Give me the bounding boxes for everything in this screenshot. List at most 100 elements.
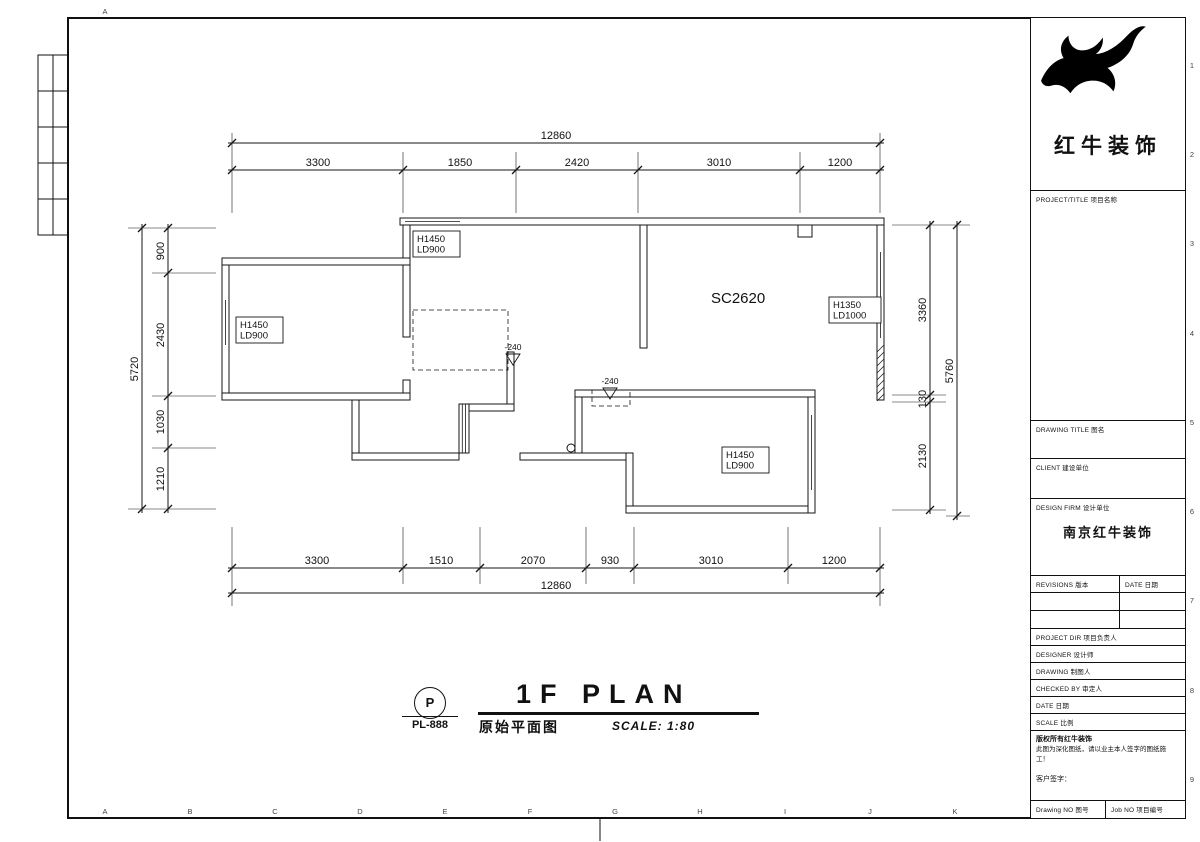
field-project-dir: PROJECT DIR 项目负责人 (1036, 635, 1117, 642)
field-drawing: DRAWING 制图人 (1036, 669, 1091, 676)
grid-number: 6 (1190, 507, 1194, 516)
grid-letter: G (612, 807, 618, 816)
bull-logo-icon (1041, 26, 1146, 94)
grid-number: 2 (1190, 150, 1194, 159)
dim-label: 5760 (944, 359, 956, 383)
room-code-label: SC2620 (711, 290, 765, 307)
dim-label: 12860 (541, 580, 572, 592)
dim-label: 3010 (699, 555, 723, 567)
divider (1031, 696, 1185, 697)
grid-number: 3 (1190, 239, 1194, 248)
construction-note: 此图为深化图纸，请以业主本人签字的图纸施工！ (1036, 746, 1166, 764)
plan-scale: SCALE: 1:80 (612, 719, 696, 733)
dim-label: 1030 (155, 410, 167, 434)
field-rev-date: DATE 日期 (1125, 582, 1159, 589)
grid-letter: J (868, 807, 872, 816)
grid-number: 9 (1190, 775, 1194, 784)
detail-code: PL-888 (411, 719, 449, 731)
plan-dashed-features (412, 309, 885, 453)
grid-letter-top: A (102, 7, 107, 16)
divider (1031, 610, 1185, 611)
client-signature-label: 客户签字： (1036, 776, 1071, 783)
window-label: H1450 (417, 234, 445, 245)
divider (1031, 628, 1185, 629)
grid-number: 1 (1190, 61, 1194, 70)
field-job-no: Job NO 项目编号 (1111, 807, 1164, 814)
grid-letter: B (187, 807, 192, 816)
window-label: LD900 (726, 461, 754, 472)
grid-letter: C (272, 807, 278, 816)
field-drawing-title: DRAWING TITLE 图名 (1036, 427, 1105, 434)
door-pivot-icon (566, 443, 576, 453)
dim-label: 1200 (828, 157, 852, 169)
detail-bubble-line (402, 716, 458, 717)
window-label-box (235, 316, 284, 344)
grid-letter: I (784, 807, 786, 816)
plan-title-en: 1F PLAN (516, 679, 692, 709)
level-marker-icon (505, 353, 521, 366)
window-label-box (721, 446, 770, 474)
sheet-frame (37, 17, 1186, 841)
plan-walls (221, 217, 885, 514)
grid-number: 5 (1190, 418, 1194, 427)
dim-label: 130 (917, 390, 929, 408)
wall-hatch (876, 344, 885, 402)
title-block: 红牛装饰 PROJECT/TITLE 项目名称 DRAWING TITLE 图名… (1030, 18, 1185, 818)
dim-label: 5720 (129, 357, 141, 381)
window-label: LD900 (240, 331, 268, 342)
window-label: LD1000 (833, 311, 866, 322)
grid-references: A A B C D E F G H I J K 1 2 3 4 5 6 7 8 … (102, 7, 1194, 816)
divider (1031, 662, 1185, 663)
grid-number: 4 (1190, 329, 1194, 338)
window-label: H1450 (240, 320, 268, 331)
dim-label: 900 (155, 242, 167, 260)
window-label: H1450 (726, 450, 754, 461)
copyright-note: 版权所有红牛装饰 (1036, 736, 1092, 743)
field-date: DATE 日期 (1036, 703, 1070, 710)
title-underline (478, 712, 759, 715)
window-label: LD900 (417, 245, 445, 256)
grid-letter: E (442, 807, 447, 816)
dim-label: 2130 (917, 444, 929, 468)
level-marker-icon (602, 387, 618, 400)
dim-label: 1850 (448, 157, 472, 169)
divider (1031, 458, 1185, 459)
dim-label: 1510 (429, 555, 453, 567)
dim-label: 1200 (822, 555, 846, 567)
window-label: H1350 (833, 300, 861, 311)
level-label: -240 (504, 342, 521, 352)
detail-bubble: P (414, 687, 446, 719)
level-label: -240 (601, 376, 618, 386)
dim-label: 3010 (707, 157, 731, 169)
dim-label: 2430 (155, 323, 167, 347)
divider (1031, 592, 1185, 593)
field-checked-by: CHECKED BY 审定人 (1036, 686, 1103, 693)
divider (1031, 679, 1185, 680)
grid-number: 8 (1190, 686, 1194, 695)
dim-label: 3360 (917, 298, 929, 322)
plan-windows (225, 221, 881, 490)
divider (1119, 575, 1120, 628)
window-label-box (412, 230, 461, 258)
dim-label: 2070 (521, 555, 545, 567)
grid-letter: A (102, 807, 107, 816)
grid-letter: D (357, 807, 363, 816)
dimension-lines (128, 133, 970, 606)
dimension-labels: 3300 1850 2420 3010 1200 12860 3300 1510… (129, 130, 956, 592)
divider (1031, 645, 1185, 646)
field-design-firm: DESIGN FIRM 设计单位 (1036, 505, 1110, 512)
divider (1105, 800, 1106, 818)
window-label-box (828, 296, 882, 324)
divider (1031, 730, 1185, 731)
grid-letter: F (528, 807, 533, 816)
dim-label: 3300 (306, 157, 330, 169)
divider (1031, 420, 1185, 421)
dim-label: 3300 (305, 555, 329, 567)
field-project-title: PROJECT/TITLE 项目名称 (1036, 197, 1118, 204)
dim-label: 12860 (541, 130, 572, 142)
dim-label: 2420 (565, 157, 589, 169)
field-revisions: REVISIONS 版本 (1036, 582, 1089, 589)
divider (1031, 575, 1185, 576)
